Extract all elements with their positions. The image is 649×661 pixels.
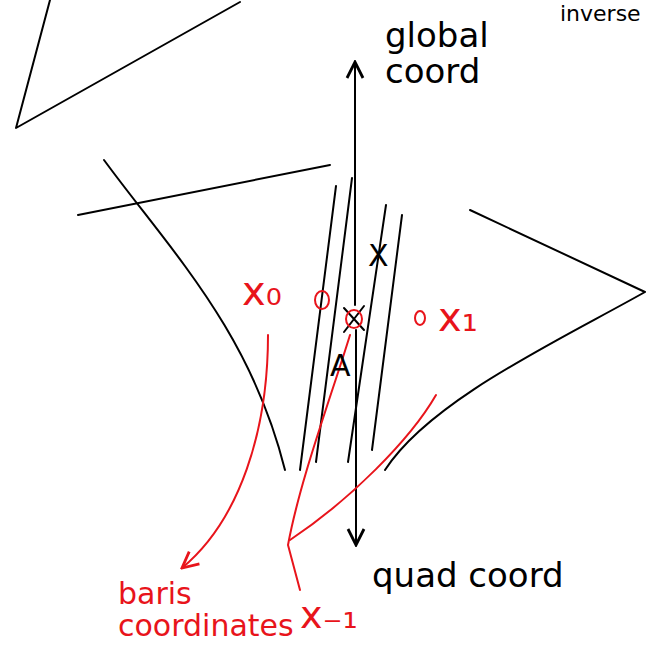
point-center [346,310,362,328]
point-label: x₀ [242,270,282,312]
point-x0 [315,291,329,309]
red-leader [290,395,436,540]
down-arrow [355,330,357,545]
point-label: X [368,240,389,272]
point-label: x₁ [438,296,478,338]
left-triangle-edge [104,160,285,470]
center-cross [344,306,364,332]
strip-line [300,186,336,470]
point-x1 [415,311,425,325]
axis-label: global coord [385,18,489,89]
upper-edge [78,165,330,215]
right-triangle-edge [385,210,645,470]
point-label: x₋₁ [300,596,358,636]
up-arrow [354,62,356,305]
red-leader [288,335,350,590]
top-triangle [16,0,240,128]
red-leader [182,335,268,568]
axis-label: quad coord [372,558,564,594]
coordinate-label: baris coordinates [118,578,294,641]
note-text: inverse [560,2,641,25]
point-label: A [330,350,351,382]
